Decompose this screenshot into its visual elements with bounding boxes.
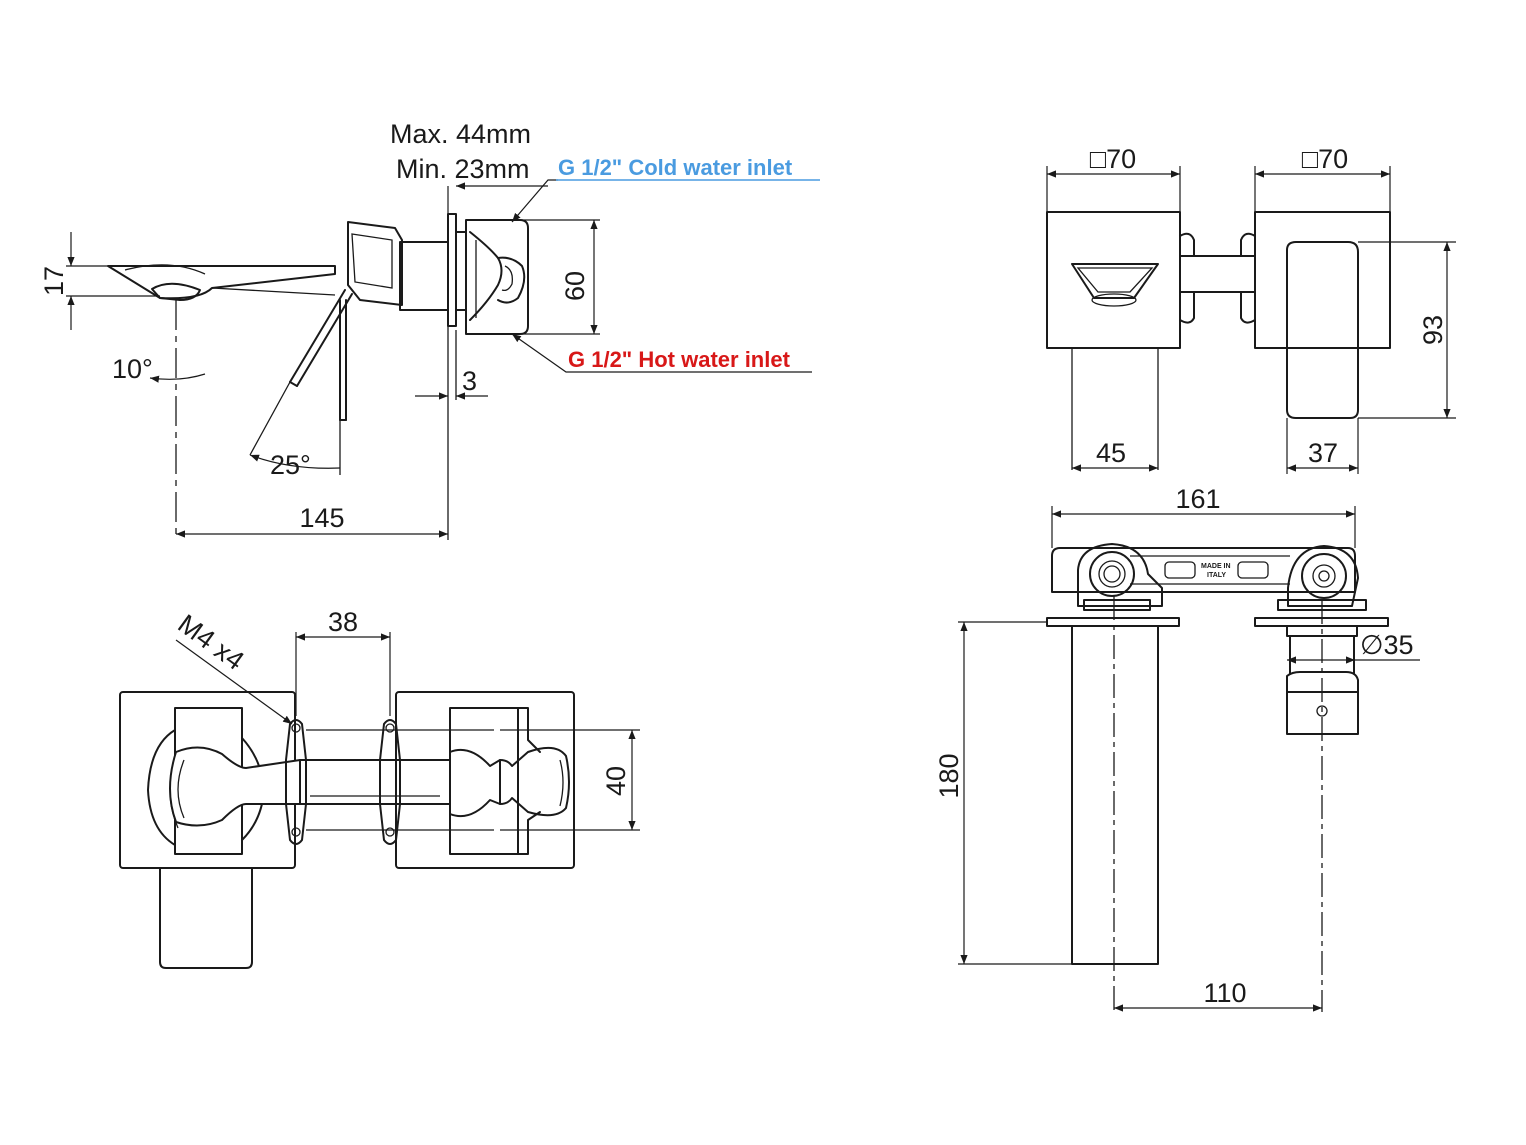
dim-plate-right: □70 xyxy=(1302,144,1348,174)
label-max-depth: Max. 44mm xyxy=(390,119,531,149)
front-view: □70 □70 93 45 37 xyxy=(1046,144,1456,474)
dim-centre-distance: 110 xyxy=(1203,978,1246,1008)
dim-spout-angle: 10° xyxy=(112,354,153,384)
dim-spout-height: 17 xyxy=(39,266,69,296)
label-hot-inlet: G 1/2" Hot water inlet xyxy=(568,347,791,372)
dim-sleeve-diameter: ∅35 xyxy=(1360,630,1414,660)
dim-spout-projection: 145 xyxy=(299,503,344,533)
dim-lever-angle: 25° xyxy=(270,450,311,480)
dim-screw-spacing: 38 xyxy=(328,607,358,637)
label-made-in-2: ITALY xyxy=(1207,572,1226,579)
label-min-depth: Min. 23mm xyxy=(396,154,530,184)
dim-body-height: 40 xyxy=(601,766,631,796)
label-made-in-1: MADE IN xyxy=(1201,563,1231,570)
dim-spout-width: 45 xyxy=(1096,438,1126,468)
rear-view: M4 x4 38 40 xyxy=(119,607,640,969)
dim-handle-height: 93 xyxy=(1418,315,1448,345)
dim-inlet-height: 60 xyxy=(560,271,590,301)
top-view: 161 MADE IN ITALY xyxy=(934,484,1420,1012)
dim-body-width: 161 xyxy=(1175,484,1220,514)
label-cold-inlet: G 1/2" Cold water inlet xyxy=(558,155,793,180)
dim-plate-thickness: 3 xyxy=(462,366,477,396)
dim-plate-left: □70 xyxy=(1090,144,1136,174)
dim-sleeve-length: 180 xyxy=(934,753,964,798)
dim-handle-width: 37 xyxy=(1308,438,1338,468)
side-view: 17 10° 25° 3 60 145 Max. 44mm Min. 23mm … xyxy=(39,119,820,540)
